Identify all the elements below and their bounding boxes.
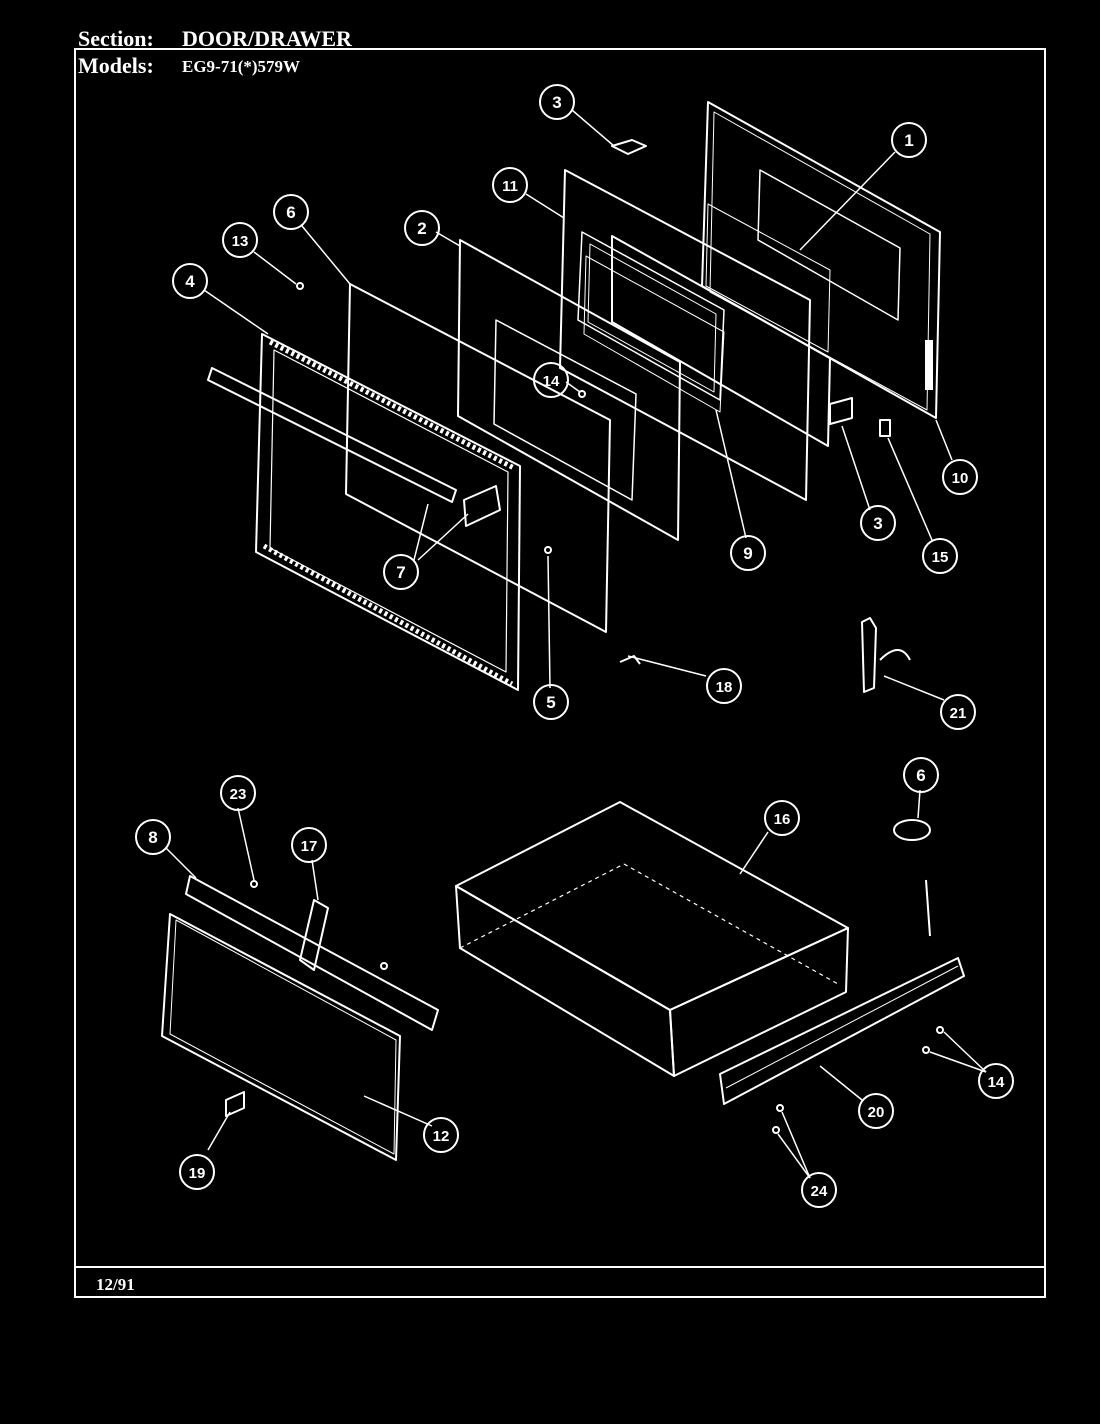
svg-text:3: 3 bbox=[873, 514, 882, 533]
hinge-spring bbox=[879, 649, 911, 661]
screw-14-door bbox=[578, 390, 586, 398]
section-label: Section: bbox=[78, 26, 154, 51]
door-handle-bracket bbox=[463, 485, 501, 527]
svg-text:19: 19 bbox=[189, 1165, 206, 1182]
svg-text:23: 23 bbox=[230, 786, 247, 803]
svg-text:20: 20 bbox=[868, 1104, 885, 1121]
svg-text:12: 12 bbox=[433, 1128, 450, 1145]
callout-1: 1 bbox=[891, 122, 927, 158]
front-door-frame bbox=[255, 333, 521, 691]
inner-door-panel bbox=[345, 283, 611, 633]
svg-text:6: 6 bbox=[286, 203, 295, 222]
svg-text:2: 2 bbox=[417, 219, 426, 238]
svg-text:21: 21 bbox=[950, 705, 967, 722]
callout-6a: 6 bbox=[273, 194, 309, 230]
svg-text:18: 18 bbox=[716, 679, 733, 696]
hinge-clip-side bbox=[829, 397, 853, 425]
bumper-15 bbox=[879, 419, 891, 437]
models-label: Models: bbox=[78, 53, 154, 78]
callout-23: 23 bbox=[220, 775, 256, 811]
drawer-slide-rail bbox=[719, 957, 965, 1105]
callout-4: 4 bbox=[172, 263, 208, 299]
svg-text:7: 7 bbox=[396, 563, 405, 582]
inner-glass-panel bbox=[705, 203, 831, 353]
callout-3b: 3 bbox=[860, 505, 896, 541]
svg-text:8: 8 bbox=[148, 828, 157, 847]
svg-text:9: 9 bbox=[743, 544, 752, 563]
callout-14a: 14 bbox=[533, 362, 569, 398]
svg-text:24: 24 bbox=[811, 1183, 828, 1200]
drawer-tub bbox=[455, 801, 849, 1077]
door-clip-18 bbox=[619, 655, 641, 665]
callout-21: 21 bbox=[940, 694, 976, 730]
callout-13: 13 bbox=[222, 222, 258, 258]
drawer-handle bbox=[299, 899, 329, 971]
door-glass-panel bbox=[611, 235, 831, 447]
svg-text:14: 14 bbox=[543, 373, 560, 390]
callout-17: 17 bbox=[291, 827, 327, 863]
door-frame bbox=[559, 169, 811, 501]
screw-14-rail-b bbox=[922, 1046, 930, 1054]
svg-text:14: 14 bbox=[988, 1074, 1005, 1091]
callout-14b: 14 bbox=[978, 1063, 1014, 1099]
callout-9: 9 bbox=[730, 535, 766, 571]
door-hinge-21 bbox=[861, 617, 877, 693]
screw-24-a bbox=[776, 1104, 784, 1112]
glass-retainer-frame bbox=[583, 255, 725, 413]
callout-15: 15 bbox=[922, 538, 958, 574]
screw-24-b bbox=[772, 1126, 780, 1134]
models-value: EG9-71(*)579W bbox=[182, 57, 301, 76]
svg-text:5: 5 bbox=[546, 693, 555, 712]
callout-5: 5 bbox=[533, 684, 569, 720]
screw-13 bbox=[296, 282, 304, 290]
callout-16: 16 bbox=[764, 800, 800, 836]
callout-6b: 6 bbox=[903, 757, 939, 793]
screw-14-rail-a bbox=[936, 1026, 944, 1034]
callout-7: 7 bbox=[383, 554, 419, 590]
leader-lines bbox=[165, 109, 987, 1179]
drawer-front-panel bbox=[161, 913, 401, 1161]
svg-text:6: 6 bbox=[916, 766, 925, 785]
revision-date: 12/91 bbox=[96, 1275, 135, 1294]
svg-text:17: 17 bbox=[301, 838, 318, 855]
slide-rail-groove bbox=[725, 965, 959, 1089]
insulation-sheet bbox=[457, 239, 681, 541]
svg-text:4: 4 bbox=[185, 272, 195, 291]
screw-23 bbox=[250, 880, 258, 888]
drawer-clip bbox=[225, 1091, 245, 1117]
drawing-frame bbox=[74, 48, 1046, 1298]
outer-door-panel bbox=[701, 101, 941, 419]
callout-20: 20 bbox=[858, 1093, 894, 1129]
roller-shaft bbox=[925, 879, 931, 937]
section-title: DOOR/DRAWER bbox=[182, 26, 352, 51]
callouts: 1 2 3 3 4 5 6 6 7 8 9 10 11 12 13 14 14 … bbox=[135, 84, 1014, 1208]
callout-11: 11 bbox=[492, 167, 528, 203]
footer-divider bbox=[74, 1266, 1046, 1268]
callout-18: 18 bbox=[706, 668, 742, 704]
svg-text:3: 3 bbox=[552, 93, 561, 112]
callout-19: 19 bbox=[179, 1154, 215, 1190]
screw-drawer bbox=[380, 962, 388, 970]
backing-plate bbox=[493, 319, 637, 501]
svg-text:16: 16 bbox=[774, 811, 791, 828]
drawer-bracket bbox=[185, 875, 439, 1031]
screw-5 bbox=[544, 546, 552, 554]
callout-12: 12 bbox=[423, 1117, 459, 1153]
hinge-clip-top bbox=[611, 139, 647, 155]
svg-text:1: 1 bbox=[904, 131, 913, 150]
svg-text:10: 10 bbox=[952, 470, 969, 487]
callout-2: 2 bbox=[404, 210, 440, 246]
callout-10: 10 bbox=[942, 459, 978, 495]
drawer-roller bbox=[893, 819, 931, 841]
door-handle-bar bbox=[207, 367, 457, 503]
callout-3a: 3 bbox=[539, 84, 575, 120]
callout-24: 24 bbox=[801, 1172, 837, 1208]
callout-8: 8 bbox=[135, 819, 171, 855]
svg-text:15: 15 bbox=[932, 549, 949, 566]
svg-text:13: 13 bbox=[232, 233, 249, 250]
svg-text:11: 11 bbox=[502, 178, 518, 195]
